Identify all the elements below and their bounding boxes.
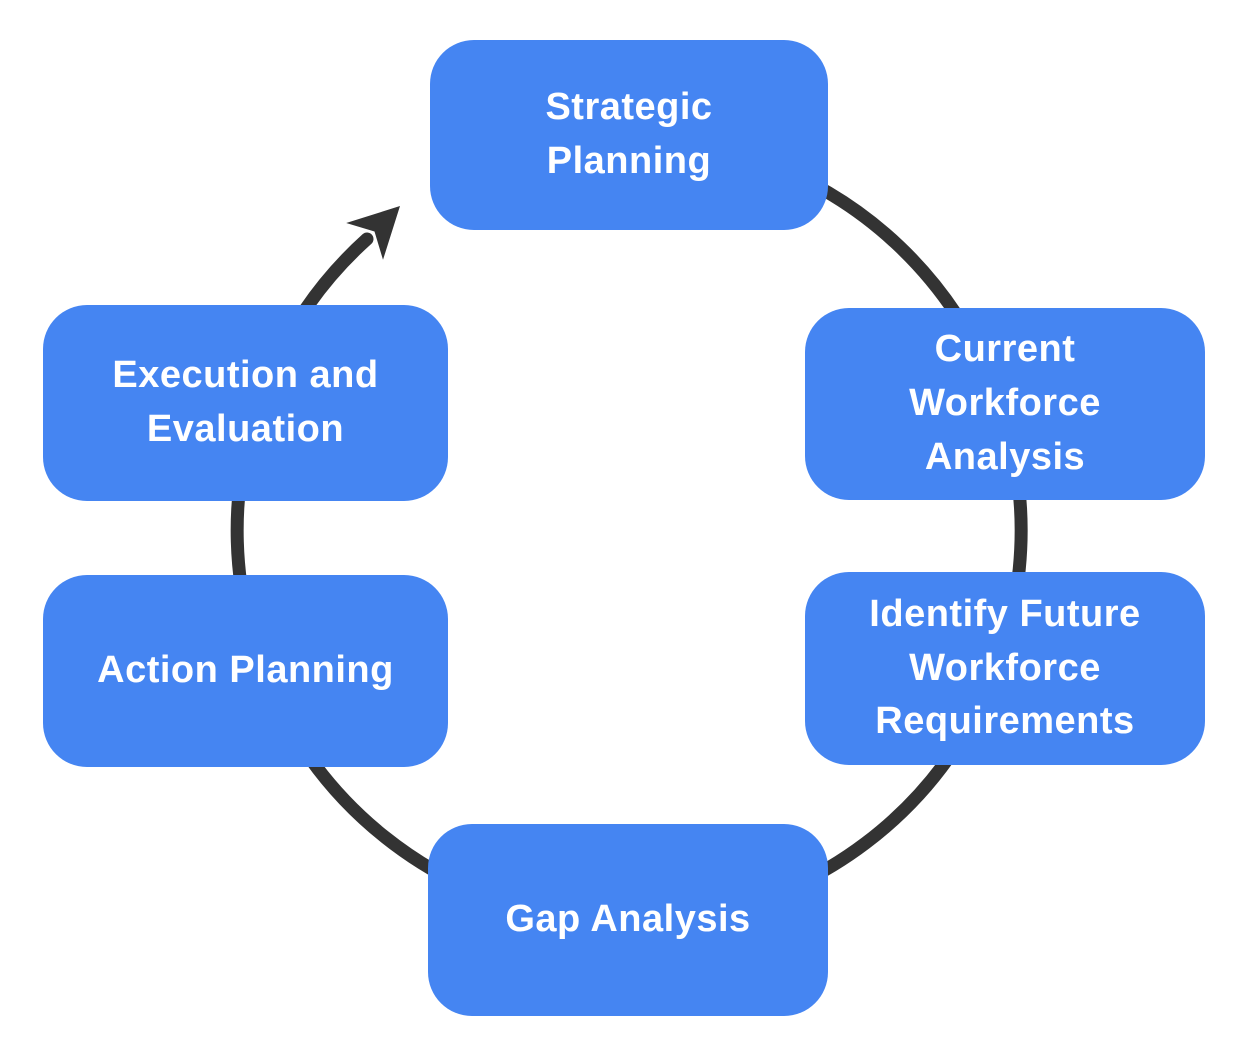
step-label: Strategic Planning (545, 86, 713, 182)
arrowhead-icon (346, 206, 400, 260)
process-step-identify-future-workforce-requirements: Identify Future Workforce Requirements (805, 572, 1205, 765)
step-label: Action Planning (97, 649, 394, 692)
process-step-strategic-planning: Strategic Planning (430, 40, 828, 230)
step-label: Execution and Evaluation (112, 354, 379, 450)
cycle-arc (230, 155, 1028, 929)
step-label: Current Workforce Analysis (909, 328, 1101, 478)
process-step-current-workforce-analysis: Current Workforce Analysis (805, 308, 1205, 500)
step-label: Identify Future Workforce Requirements (869, 592, 1141, 743)
process-step-gap-analysis: Gap Analysis (428, 824, 828, 1016)
process-step-execution-and-evaluation: Execution and Evaluation (43, 305, 448, 501)
step-label: Gap Analysis (505, 898, 751, 941)
process-step-action-planning: Action Planning (43, 575, 448, 767)
